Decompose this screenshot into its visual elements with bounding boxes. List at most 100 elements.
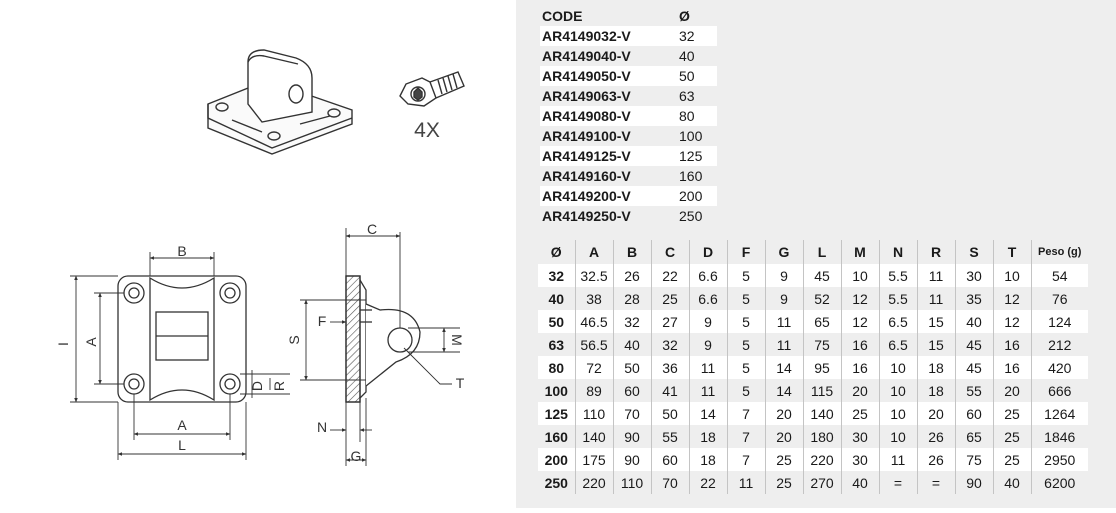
dimension-cell: 18 (917, 356, 956, 379)
dimension-cell: 26 (917, 425, 956, 448)
dimension-cell: 6.5 (879, 310, 918, 333)
dimension-cell: 75 (955, 448, 994, 471)
code-cell: AR4149050-V (540, 66, 677, 86)
svg-text:M: M (449, 334, 465, 346)
bore-diameter-cell: 200 (538, 448, 576, 471)
dimension-cell: 90 (955, 471, 994, 494)
diameter-cell: 200 (677, 186, 717, 206)
dimension-cell: 5 (727, 356, 766, 379)
svg-text:S: S (286, 335, 302, 344)
dimension-cell: 5 (727, 264, 766, 287)
dimension-cell: 54 (1031, 264, 1088, 287)
diameter-cell: 63 (677, 86, 717, 106)
dimension-cell: 12 (841, 287, 880, 310)
dimension-cell: 89 (575, 379, 614, 402)
dimension-cell: 50 (613, 356, 652, 379)
dimension-cell: 32.5 (575, 264, 614, 287)
bore-diameter-cell: 32 (538, 264, 576, 287)
dimension-cell: 2950 (1031, 448, 1088, 471)
dimension-cell: 115 (803, 379, 842, 402)
dimension-cell: 56.5 (575, 333, 614, 356)
dimension-cell: 10 (879, 356, 918, 379)
dimension-cell: 12 (993, 287, 1032, 310)
dimension-cell: 5 (727, 310, 766, 333)
dimension-cell: 220 (803, 448, 842, 471)
dimension-cell: 10 (841, 264, 880, 287)
dimension-cell: 5 (727, 379, 766, 402)
dimension-cell: 90 (613, 448, 652, 471)
dimension-cell: 30 (841, 448, 880, 471)
screw-icon (399, 71, 465, 107)
technical-drawing-pane: 4X (0, 0, 516, 508)
dimension-cell: 10 (879, 425, 918, 448)
svg-text:L: L (178, 437, 186, 453)
dimension-cell: 175 (575, 448, 614, 471)
dimension-cell: 40 (955, 310, 994, 333)
side-view (345, 275, 421, 403)
svg-text:N: N (317, 419, 327, 435)
dimension-cell: 9 (765, 287, 804, 310)
code-cell: AR4149100-V (540, 126, 677, 146)
dimension-cell: 7 (727, 448, 766, 471)
dimension-cell: 65 (803, 310, 842, 333)
dimension-cell: 60 (651, 448, 690, 471)
code-table-header: CODE Ø (540, 6, 717, 26)
dimension-cell: 11 (765, 333, 804, 356)
svg-text:R: R (271, 381, 287, 391)
dimension-cell: 20 (917, 402, 956, 425)
dimension-cell: 60 (955, 402, 994, 425)
dimension-cell: 18 (917, 379, 956, 402)
dimension-cell: 60 (613, 379, 652, 402)
dimension-cell: 14 (689, 402, 728, 425)
bore-diameter-cell: 80 (538, 356, 576, 379)
bore-diameter-cell: 125 (538, 402, 576, 425)
dimension-header-cell: Ø (538, 240, 576, 264)
dimension-cell: 30 (841, 425, 880, 448)
dimension-cell: 20 (765, 425, 804, 448)
side-view-labels: C F S M T N G (286, 221, 465, 464)
code-cell: AR4149080-V (540, 106, 677, 126)
dimension-cell: 10 (879, 402, 918, 425)
dimension-cell: 7 (727, 402, 766, 425)
bore-diameter-cell: 100 (538, 379, 576, 402)
dimension-cell: 11 (689, 379, 728, 402)
dimension-header-cell: Peso (g) (1038, 246, 1082, 258)
isometric-bracket (207, 49, 353, 155)
dimension-cell: 32 (651, 333, 690, 356)
bore-diameter-cell: 160 (538, 425, 576, 448)
bore-diameter-cell: 63 (538, 333, 576, 356)
dimension-cell: 90 (613, 425, 652, 448)
dimension-cell: 28 (613, 287, 652, 310)
screw-quantity: 4X (414, 119, 440, 142)
dimension-cell: 22 (689, 471, 728, 494)
dimension-cell: 26 (917, 448, 956, 471)
dimension-cell: 40 (993, 471, 1032, 494)
code-cell: AR4149125-V (540, 146, 677, 166)
svg-text:A: A (83, 337, 99, 347)
diameter-cell: 160 (677, 166, 717, 186)
dimension-cell: 110 (613, 471, 652, 494)
dimension-cell: 72 (575, 356, 614, 379)
dimension-cell: 46.5 (575, 310, 614, 333)
dimension-cell: 5.5 (879, 264, 918, 287)
dimension-cell: 16 (841, 333, 880, 356)
dimension-header-cell: R (917, 240, 956, 264)
dimension-cell: 666 (1031, 379, 1088, 402)
code-cell: AR4149032-V (540, 26, 677, 46)
dimension-cell: 70 (613, 402, 652, 425)
dimension-cell: 55 (651, 425, 690, 448)
dimension-cell: 45 (955, 333, 994, 356)
dimension-cell: 11 (765, 310, 804, 333)
diameter-cell: 100 (677, 126, 717, 146)
dimension-cell: 1846 (1031, 425, 1088, 448)
